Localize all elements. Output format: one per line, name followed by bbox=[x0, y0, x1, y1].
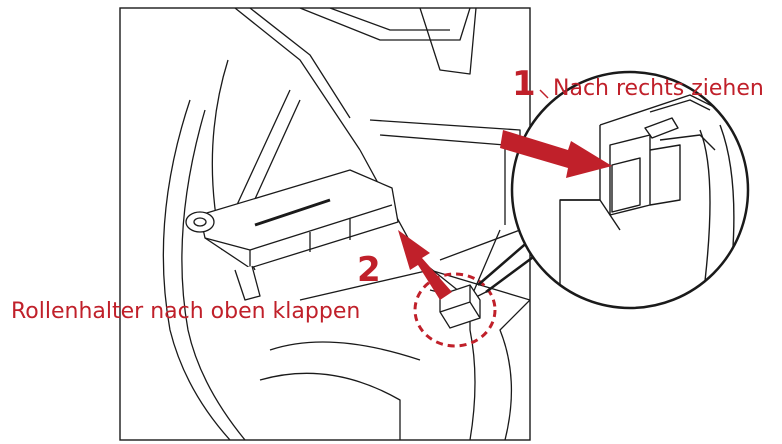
step-2-label: Rollenhalter nach oben klappen bbox=[11, 299, 361, 324]
red-arrow-up-left-icon bbox=[398, 230, 452, 300]
inset-leader bbox=[477, 239, 541, 294]
roll-holder bbox=[185, 169, 399, 301]
step-1-label: Nach rechts ziehen bbox=[553, 76, 764, 101]
highlight-circle bbox=[413, 272, 497, 348]
step-1-number: 1 bbox=[512, 64, 536, 104]
latch bbox=[439, 284, 481, 329]
step-2-number: 2 bbox=[357, 250, 381, 290]
red-arrow-right-icon bbox=[500, 130, 612, 178]
step1-leader bbox=[539, 89, 549, 99]
